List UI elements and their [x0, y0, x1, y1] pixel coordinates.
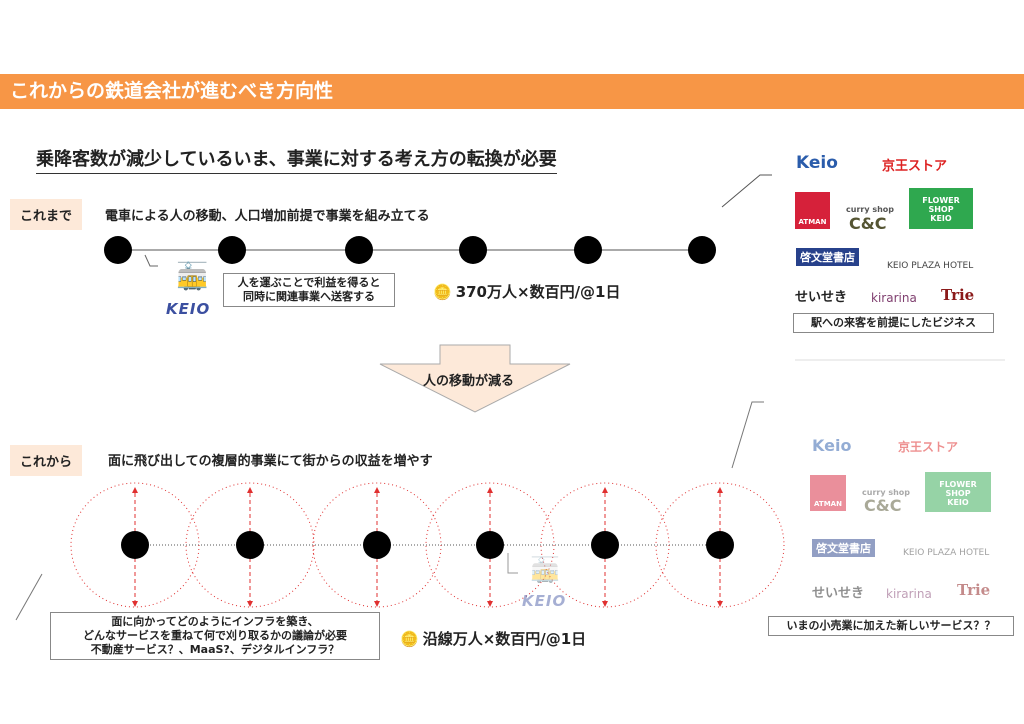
callout-line	[721, 174, 772, 208]
future-revenue: 🪙沿線万人×数百円/@1日	[400, 628, 586, 649]
cc-small: curry shop	[846, 205, 895, 214]
bookstore-logo: 啓文堂書店	[812, 539, 875, 557]
service-area-circle	[70, 482, 200, 608]
station-dot	[363, 531, 391, 559]
train-icon: 🚋	[176, 262, 209, 292]
station-dot	[104, 236, 132, 264]
atman-logo: ATMAN	[810, 475, 846, 511]
atman-logo: ATMAN	[795, 192, 830, 229]
arrow-label: 人の移動が減る	[423, 374, 515, 389]
past-tag: これまで	[10, 199, 83, 230]
cc-small: curry shop	[862, 488, 911, 497]
note-line: 同時に関連事業へ送客する	[243, 290, 375, 303]
station-dot	[345, 236, 373, 264]
keio-logo: Keio	[812, 436, 852, 455]
cc-logo: C&C	[864, 496, 902, 515]
service-area-circle	[425, 482, 555, 608]
station-dot	[574, 236, 602, 264]
slide-title: これからの鉄道会社が進むべき方向性	[0, 74, 1024, 109]
bookstore-logo: 啓文堂書店	[796, 248, 859, 266]
callout-line	[731, 401, 764, 469]
hotel-logo: KEIO PLAZA HOTEL	[903, 548, 990, 558]
coins-icon: 🪙	[433, 282, 452, 301]
keio-store-logo: 京王ストア	[898, 440, 959, 454]
right-top-caption: 駅への来客を前提にしたビジネス	[793, 313, 994, 333]
station-dot	[591, 531, 619, 559]
note-line: 面に向かってどのようにインフラを築き、	[111, 615, 319, 628]
flower-logo: FLOWER SHOP KEIO	[909, 188, 973, 229]
service-area-circle	[540, 482, 670, 608]
coins-icon: 🪙	[400, 629, 419, 648]
keio-brand: KEIO	[522, 592, 567, 610]
keio-logo: Keio	[796, 153, 838, 173]
callout-line	[507, 553, 518, 574]
down-arrow	[379, 344, 571, 413]
service-area-circle	[185, 482, 315, 608]
past-revenue: 🪙370万人×数百円/@1日	[433, 281, 620, 302]
note-line: 人を運ぶことで利益を得ると	[237, 276, 381, 289]
hotel-logo: KEIO PLAZA HOTEL	[887, 261, 974, 271]
future-description: 面に飛び出しての複層的事業にて街からの収益を増やす	[108, 454, 433, 469]
kirarina-logo: kirarina	[886, 587, 932, 601]
station-dot	[688, 236, 716, 264]
subtitle: 乗降客数が減少しているいま、事業に対する考え方の転換が必要	[36, 145, 557, 174]
service-area-circle	[655, 482, 785, 608]
right-bottom-caption: いまの小売業に加えた新しいサービス？？	[768, 616, 1014, 636]
trie-logo: Trie	[957, 581, 991, 599]
revenue-text: 370万人×数百円/@1日	[455, 283, 621, 301]
past-description: 電車による人の移動、人口増加前提で事業を組み立てる	[105, 209, 430, 224]
station-dot	[121, 531, 149, 559]
callout-line	[15, 573, 43, 621]
note-line: どんなサービスを重ねて何で刈り取るかの議論が必要	[83, 629, 347, 642]
callout-line	[144, 254, 158, 267]
future-tag: これから	[10, 445, 83, 476]
seiseki-logo: せいせき	[812, 586, 865, 601]
station-dot	[236, 531, 264, 559]
keio-store-logo: 京王ストア	[882, 159, 948, 174]
station-dot	[218, 236, 246, 264]
future-note: 面に向かってどのようにインフラを築き、どんなサービスを重ねて何で刈り取るかの議論…	[50, 612, 380, 660]
service-area-circle	[312, 482, 442, 608]
keio-brand: KEIO	[166, 300, 211, 318]
note-line: 不動産サービス？、MaaS?、デジタルインフラ？	[90, 643, 340, 656]
revenue-text: 沿線万人×数百円/@1日	[422, 630, 587, 648]
kirarina-logo: kirarina	[871, 291, 917, 305]
station-dot	[706, 531, 734, 559]
flower-logo: FLOWER SHOP KEIO	[925, 472, 991, 512]
station-dot	[459, 236, 487, 264]
train-icon: 🚋	[530, 556, 560, 584]
trie-logo: Trie	[941, 286, 975, 304]
past-note: 人を運ぶことで利益を得ると同時に関連事業へ送客する	[223, 273, 395, 307]
station-dot	[476, 531, 504, 559]
cc-logo: C&C	[849, 214, 887, 233]
seiseki-logo: せいせき	[795, 290, 848, 305]
